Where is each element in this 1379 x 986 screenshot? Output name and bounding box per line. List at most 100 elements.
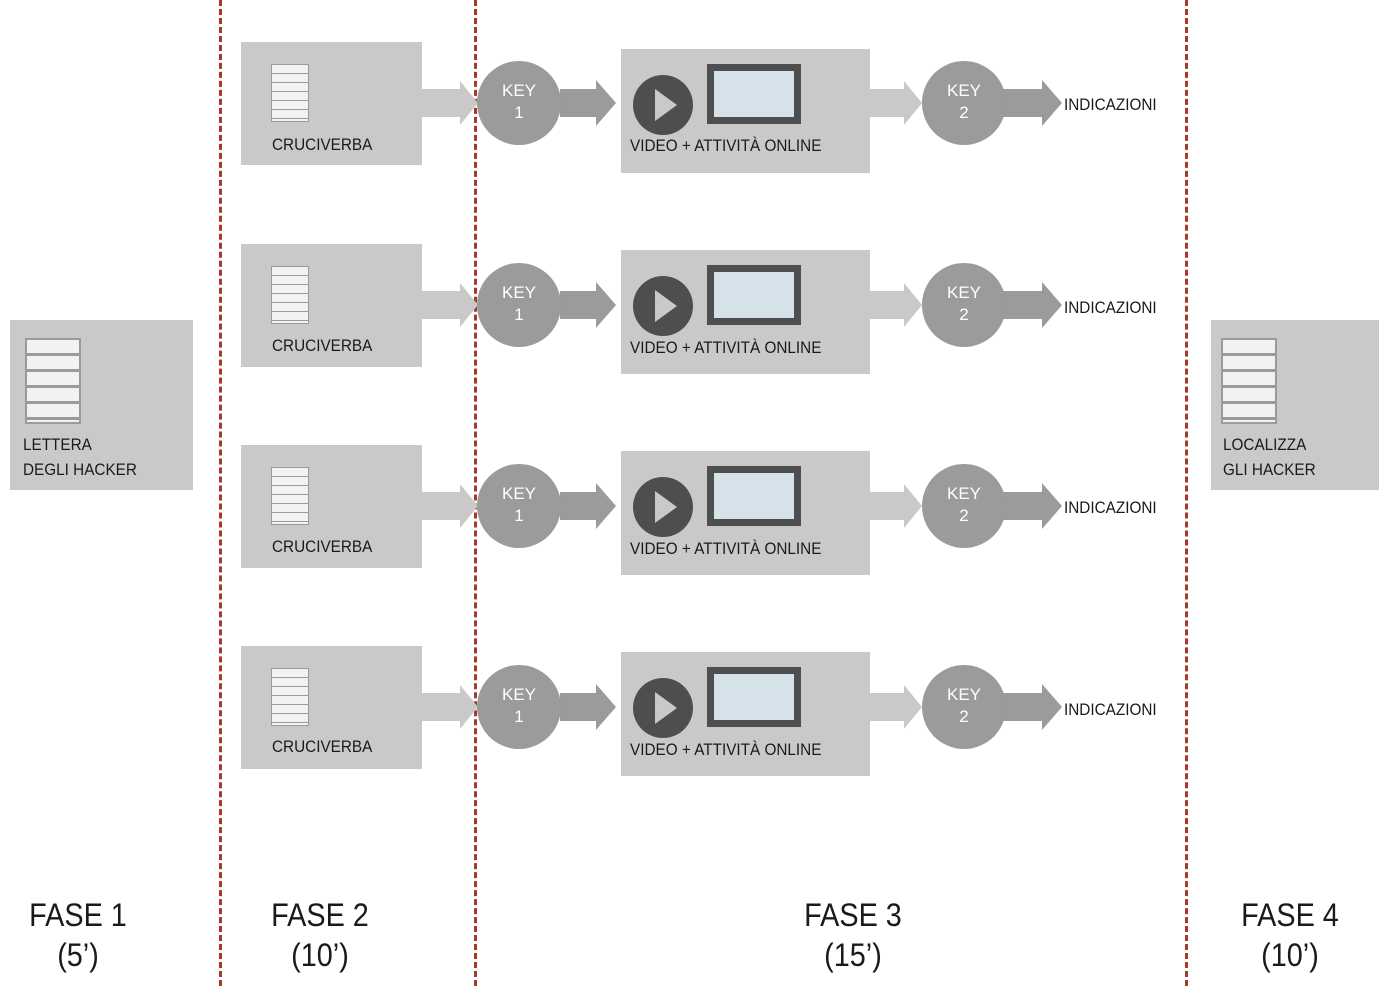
key2-label: KEY [946, 685, 982, 704]
phase-3-label: FASE 3 (15’) [790, 895, 916, 975]
key1-label: KEY [501, 283, 537, 302]
key2-circle: KEY 2 [922, 665, 1006, 749]
locate-label-line2: GLI HACKER [1223, 460, 1316, 479]
letter-label-line1: LETTERA [23, 435, 92, 454]
arrow-crossword-to-key1 [420, 685, 478, 729]
key2-circle: KEY 2 [922, 61, 1006, 145]
result-label: INDICAZIONI [1064, 498, 1157, 517]
arrow-crossword-to-key1 [420, 484, 478, 528]
key1-circle: KEY 1 [477, 665, 561, 749]
arrow-key1-to-video [560, 80, 616, 126]
video-label: VIDEO + ATTIVITÀ ONLINE [630, 338, 822, 357]
document-icon [271, 668, 309, 726]
phase-1-name: FASE 1 [29, 897, 127, 933]
key2-label: KEY [946, 484, 982, 503]
key1-number: 1 [514, 305, 524, 324]
phase-divider-3-4 [1185, 0, 1188, 986]
video-label: VIDEO + ATTIVITÀ ONLINE [630, 136, 822, 155]
phase-4-label: FASE 4 (10’) [1227, 895, 1353, 975]
phase-divider-1-2 [219, 0, 222, 986]
phase-4-duration: (10’) [1261, 937, 1319, 973]
key2-number: 2 [959, 506, 969, 525]
key1-circle: KEY 1 [477, 464, 561, 548]
key1-circle: KEY 1 [477, 263, 561, 347]
arrow-video-to-key2 [868, 283, 922, 327]
arrow-video-to-key2 [868, 81, 922, 125]
play-icon [633, 477, 693, 537]
document-icon [1221, 338, 1277, 424]
key1-number: 1 [514, 103, 524, 122]
key2-number: 2 [959, 103, 969, 122]
video-label: VIDEO + ATTIVITÀ ONLINE [630, 539, 822, 558]
arrow-key2-to-result [1000, 282, 1062, 328]
letter-box: LETTERA DEGLI HACKER [10, 320, 193, 490]
document-icon [271, 266, 309, 324]
arrow-crossword-to-key1 [420, 283, 478, 327]
video-label: VIDEO + ATTIVITÀ ONLINE [630, 740, 822, 759]
phase-2-name: FASE 2 [271, 897, 369, 933]
arrow-key1-to-video [560, 282, 616, 328]
arrow-key2-to-result [1000, 483, 1062, 529]
screen-icon [707, 265, 801, 325]
result-label: INDICAZIONI [1064, 95, 1157, 114]
phase-4-name: FASE 4 [1241, 897, 1339, 933]
document-icon [271, 467, 309, 525]
crossword-label: CRUCIVERBA [272, 737, 373, 756]
key1-label: KEY [501, 81, 537, 100]
video-box: VIDEO + ATTIVITÀ ONLINE [621, 49, 870, 173]
key1-circle: KEY 1 [477, 61, 561, 145]
key1-number: 1 [514, 506, 524, 525]
video-box: VIDEO + ATTIVITÀ ONLINE [621, 652, 870, 776]
key2-number: 2 [959, 305, 969, 324]
play-icon [633, 276, 693, 336]
arrow-key1-to-video [560, 684, 616, 730]
flow-arrows-group [420, 80, 1062, 730]
arrow-key2-to-result [1000, 684, 1062, 730]
row-4-arrows [420, 684, 1062, 730]
document-icon [271, 64, 309, 122]
crossword-box: CRUCIVERBA [241, 42, 422, 165]
phase-1-label: FASE 1 (5’) [15, 895, 141, 975]
row-2-arrows [420, 282, 1062, 328]
arrow-key2-to-result [1000, 80, 1062, 126]
phase-3-name: FASE 3 [804, 897, 902, 933]
crossword-label: CRUCIVERBA [272, 336, 373, 355]
crossword-label: CRUCIVERBA [272, 537, 373, 556]
play-icon [633, 75, 693, 135]
video-box: VIDEO + ATTIVITÀ ONLINE [621, 451, 870, 575]
result-label: INDICAZIONI [1064, 298, 1157, 317]
key2-label: KEY [946, 283, 982, 302]
crossword-box: CRUCIVERBA [241, 646, 422, 769]
phase-2-label: FASE 2 (10’) [257, 895, 383, 975]
key1-number: 1 [514, 707, 524, 726]
phase-divider-2-3 [474, 0, 477, 986]
document-icon [25, 338, 81, 424]
locate-label-line1: LOCALIZZA [1223, 435, 1307, 454]
play-icon [633, 678, 693, 738]
key2-label: KEY [946, 81, 982, 100]
arrow-crossword-to-key1 [420, 81, 478, 125]
arrow-key1-to-video [560, 483, 616, 529]
locate-box: LOCALIZZA GLI HACKER [1211, 320, 1379, 490]
key2-circle: KEY 2 [922, 263, 1006, 347]
result-label: INDICAZIONI [1064, 700, 1157, 719]
key2-number: 2 [959, 707, 969, 726]
key1-label: KEY [501, 685, 537, 704]
arrow-video-to-key2 [868, 484, 922, 528]
video-box: VIDEO + ATTIVITÀ ONLINE [621, 250, 870, 374]
row-3-arrows [420, 483, 1062, 529]
key1-label: KEY [501, 484, 537, 503]
phase-3-duration: (15’) [824, 937, 882, 973]
phase-2-duration: (10’) [291, 937, 349, 973]
key2-circle: KEY 2 [922, 464, 1006, 548]
screen-icon [707, 466, 801, 526]
row-1-arrows [420, 80, 1062, 126]
screen-icon [707, 667, 801, 727]
crossword-box: CRUCIVERBA [241, 445, 422, 568]
screen-icon [707, 64, 801, 124]
letter-label-line2: DEGLI HACKER [23, 460, 137, 479]
crossword-box: CRUCIVERBA [241, 244, 422, 367]
arrow-video-to-key2 [868, 685, 922, 729]
crossword-label: CRUCIVERBA [272, 135, 373, 154]
